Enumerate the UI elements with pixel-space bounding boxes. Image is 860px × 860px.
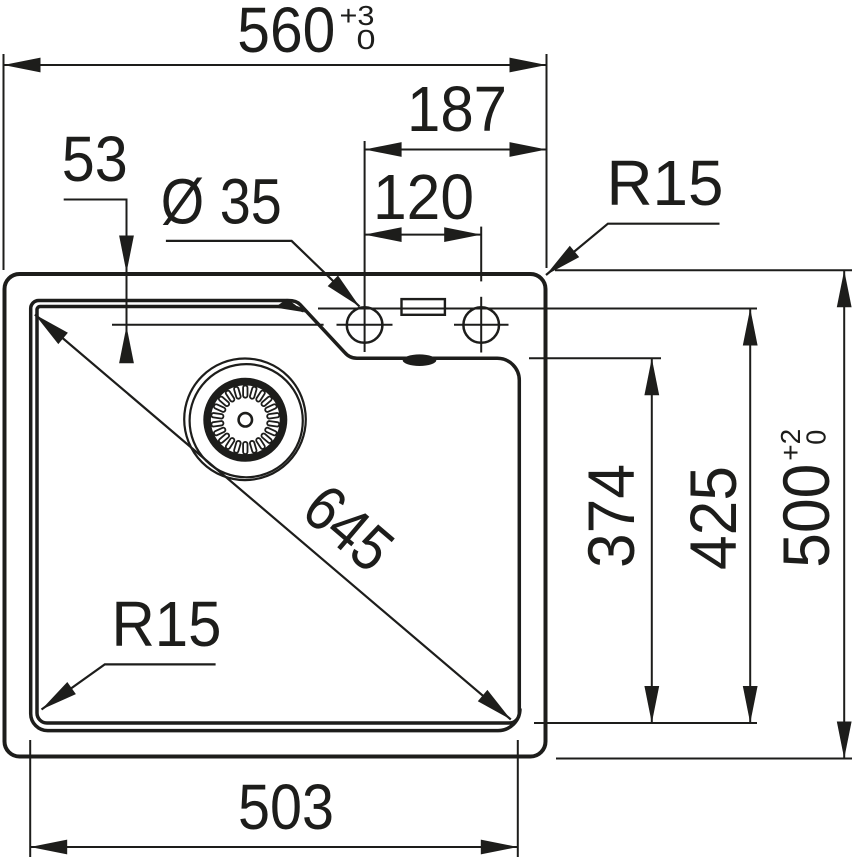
svg-text:0: 0 bbox=[801, 430, 832, 445]
svg-text:R15: R15 bbox=[607, 147, 724, 219]
svg-text:120: 120 bbox=[373, 161, 474, 233]
svg-text:0: 0 bbox=[357, 24, 376, 55]
svg-text:503: 503 bbox=[238, 771, 334, 843]
svg-text:425: 425 bbox=[676, 466, 750, 570]
svg-text:+2: +2 bbox=[775, 429, 806, 461]
svg-text:374: 374 bbox=[574, 464, 648, 568]
svg-text:560: 560 bbox=[237, 0, 335, 66]
svg-text:53: 53 bbox=[62, 123, 128, 195]
svg-text:R15: R15 bbox=[112, 588, 222, 660]
svg-text:500: 500 bbox=[769, 464, 843, 568]
svg-text:187: 187 bbox=[407, 73, 507, 145]
svg-text:645: 645 bbox=[290, 470, 407, 585]
svg-text:Ø 35: Ø 35 bbox=[161, 166, 282, 238]
svg-text:+3: +3 bbox=[340, 0, 375, 31]
